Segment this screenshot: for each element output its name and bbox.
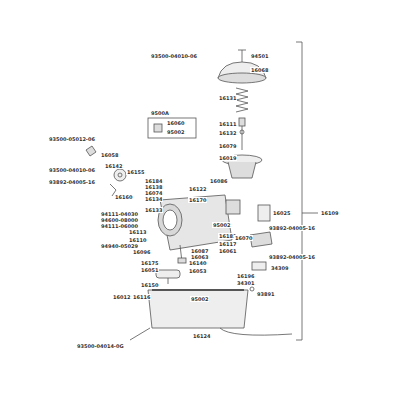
callout-number: 16133	[144, 207, 163, 213]
screw	[242, 50, 243, 62]
callout-number: 16109	[320, 210, 339, 216]
callout-number: 16012	[112, 294, 131, 300]
screw	[250, 287, 254, 291]
callout-number: 16124	[192, 333, 211, 339]
callout-number: 16079	[218, 143, 237, 149]
callout-number: 16132	[218, 130, 237, 136]
callout-number: 93892-04005-16	[48, 179, 96, 185]
float-pin	[168, 278, 169, 284]
callout-number: 16150	[140, 282, 159, 288]
sensor	[252, 262, 266, 270]
callout-number: 16140	[188, 260, 207, 266]
callout-number: 95002	[166, 129, 185, 135]
callout-number: 93892-04005-16	[268, 225, 316, 231]
callout-number: 16122	[188, 186, 207, 192]
throttle-pulley	[114, 169, 126, 181]
callout-number: 93891	[256, 291, 275, 297]
kit-part	[154, 124, 162, 132]
cover-rim	[218, 73, 266, 83]
callout-number: 16096	[132, 249, 151, 255]
callout-number: 16196	[236, 273, 255, 279]
callout-number: 16086	[209, 178, 228, 184]
callout-number: 16113	[128, 229, 147, 235]
drain-tube	[220, 328, 292, 335]
callout-number: 16131	[218, 95, 237, 101]
callout-number: 16117	[218, 241, 237, 247]
callout-number: 16060	[166, 120, 185, 126]
bore-inner	[163, 210, 177, 230]
clip	[240, 130, 244, 134]
auto-choke	[258, 205, 270, 221]
assembly-bracket	[296, 42, 302, 340]
callout-number: 93500-04010-06	[150, 53, 198, 59]
main-jet	[178, 258, 186, 263]
pulley-hub	[118, 173, 122, 177]
callout-number: 95002	[190, 296, 209, 302]
callout-number: 16025	[272, 210, 291, 216]
screw-head	[238, 50, 246, 51]
callout-number: 16142	[104, 163, 123, 169]
bowl-gasket	[152, 289, 244, 291]
float-bowl	[148, 290, 248, 328]
callout-number: 93500-04010-06	[48, 167, 96, 173]
callout-number: 34301	[236, 280, 255, 286]
callout-number: 16111	[218, 121, 237, 127]
callout-number: 16061	[218, 248, 237, 254]
piston	[228, 162, 256, 178]
throttle-bracket	[86, 146, 96, 156]
drain-screw	[130, 328, 150, 340]
callout-number: 34309	[270, 265, 289, 271]
callout-number: 16155	[126, 169, 145, 175]
spring	[236, 88, 248, 112]
callout-number: 16053	[188, 268, 207, 274]
float	[156, 270, 180, 278]
callout-number: 94501	[250, 53, 269, 59]
kit-box	[148, 118, 196, 138]
callout-number: 95002	[212, 222, 231, 228]
callout-number: 93892-04005-16	[268, 254, 316, 260]
chamber-top	[226, 200, 240, 214]
leader-line	[302, 213, 318, 214]
needle-holder	[239, 118, 245, 126]
callout-number: 9500A	[150, 110, 170, 116]
callout-number: 16068	[250, 67, 269, 73]
callout-number: 16051	[140, 267, 159, 273]
callout-number: 16019	[218, 155, 237, 161]
callout-number: 16116	[132, 294, 151, 300]
callout-number: 93500-04014-0G	[76, 343, 125, 349]
callout-number: 16170	[188, 197, 207, 203]
callout-number: 16175	[140, 260, 159, 266]
callout-number: 16134	[144, 196, 163, 202]
callout-number: 16160	[114, 194, 133, 200]
callout-number: 93500-05012-06	[48, 136, 96, 142]
callout-number: 16058	[100, 152, 119, 158]
